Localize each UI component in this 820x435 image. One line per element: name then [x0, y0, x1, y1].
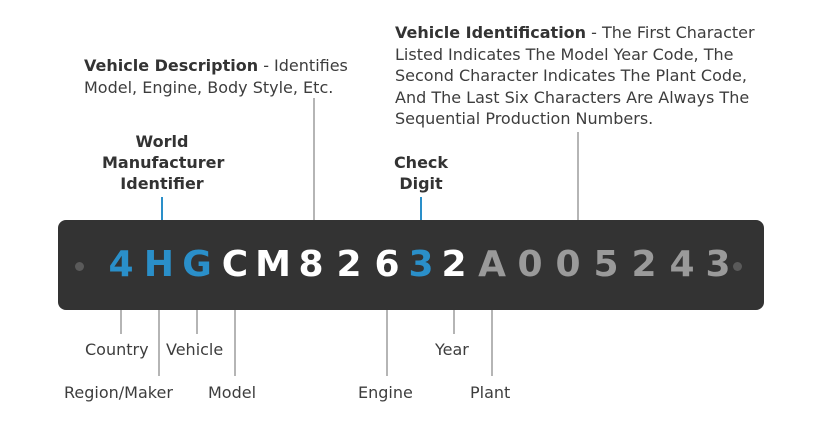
check-title: Check Digit	[381, 152, 461, 194]
vin-char-15: 2	[631, 244, 657, 285]
vin-char-9: 3	[408, 244, 434, 285]
vis-description: Vehicle Identification - The First Chara…	[395, 22, 755, 130]
model-label: Model	[208, 383, 257, 402]
vis-title: Vehicle Identification	[395, 23, 587, 42]
vis-desc-line2: Listed Indicates The Model Year Code, Th…	[395, 44, 734, 64]
vehicle-label: Vehicle	[166, 340, 224, 359]
plate-bolt-right	[733, 262, 742, 271]
wmi-title-line1: World	[135, 132, 189, 151]
vis-desc-line3: Second Character Indicates The Plant Cod…	[395, 66, 747, 85]
vis-desc-line1: - The First Character	[586, 23, 755, 42]
engine-label: Engine	[358, 383, 413, 402]
vin-plate	[58, 220, 764, 310]
wmi-title-line2: Manufacturer	[102, 153, 225, 172]
vds-description: Vehicle Description - Identifies Model, …	[84, 55, 348, 99]
vds-desc-line2: Model, Engine, Body Style, Etc.	[84, 78, 334, 97]
vin-char-4: C	[221, 244, 249, 285]
vin-char-13: 0	[555, 244, 581, 285]
vin-char-12: 0	[517, 244, 543, 285]
vin-char-16: 4	[669, 244, 695, 285]
vds-title: Vehicle Description	[84, 56, 259, 75]
check-title-line1: Check	[393, 153, 449, 172]
vin-char-11: A	[478, 244, 506, 285]
vin-char-5: M	[255, 244, 291, 285]
year-label: Year	[435, 340, 469, 359]
vin-char-14: 5	[593, 244, 619, 285]
vin-char-6: 8	[298, 244, 324, 285]
vin-char-17: 3	[705, 244, 731, 285]
plate-bolt-left	[75, 262, 84, 271]
region-maker-label: Region/Maker	[64, 383, 173, 402]
wmi-title: World Manufacturer Identifier	[102, 131, 225, 194]
vin-char-10: 2	[441, 244, 467, 285]
vis-desc-line4: And The Last Six Characters Are Always T…	[395, 87, 750, 107]
plant-label: Plant	[470, 383, 511, 402]
vin-char-7: 2	[336, 244, 362, 285]
vin-char-2: H	[143, 244, 175, 285]
check-title-line2: Digit	[399, 174, 443, 193]
vin-char-3: G	[182, 244, 212, 285]
wmi-title-line3: Identifier	[120, 174, 204, 193]
vis-desc-line5: Sequential Production Numbers.	[395, 109, 654, 128]
country-label: Country	[85, 340, 149, 359]
vin-char-8: 6	[374, 244, 400, 285]
vin-char-1: 4	[108, 244, 134, 285]
vds-desc-line1: - Identifies	[258, 56, 348, 75]
